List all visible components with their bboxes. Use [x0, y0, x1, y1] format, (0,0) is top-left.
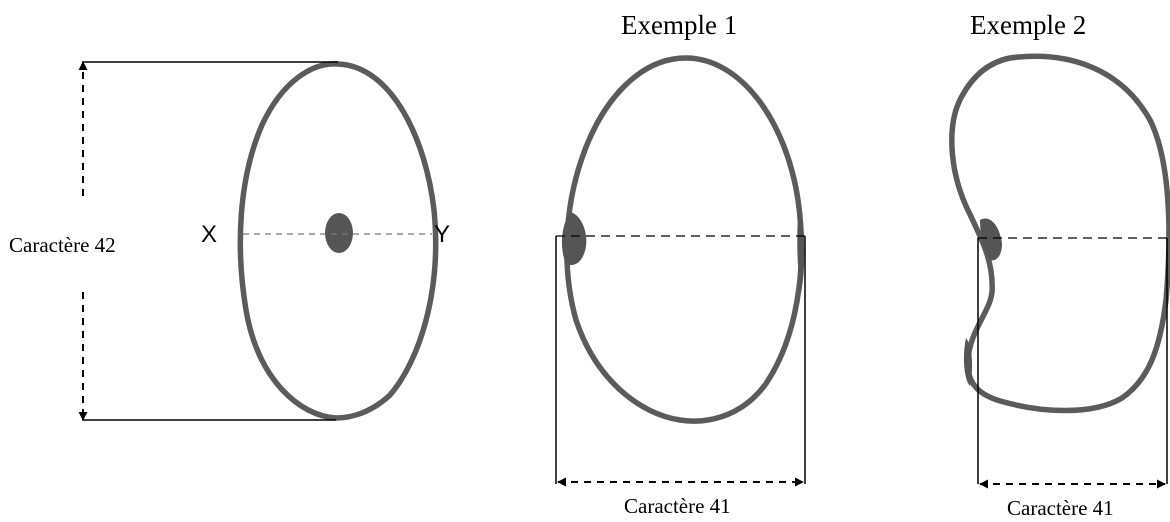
caption-caractere-42: Caractère 42: [9, 233, 116, 257]
title-exemple-1: Exemple 1: [621, 10, 737, 40]
hilum-spot: [325, 213, 353, 253]
point-y-label: Y: [434, 221, 450, 248]
seed-outline-exemple-1: [564, 55, 805, 424]
figure-exemple-1: Exemple 1 Caractère 41: [555, 10, 806, 518]
edge-shadow-exemple-2: [963, 338, 973, 386]
seed-outline-exemple-2: [949, 53, 1170, 414]
edge-shadow-exemple-1: [797, 206, 805, 292]
caption-caractere-41-b: Caractère 41: [1007, 496, 1114, 520]
point-x-label: X: [201, 221, 217, 248]
hilum-spot-exemple-1: [561, 212, 587, 266]
hilum-spot-exemple-2: [980, 218, 1002, 261]
title-exemple-2: Exemple 2: [970, 10, 1086, 40]
figure-exemple-2: Exemple 2 Caractère 41: [949, 10, 1170, 520]
caption-caractere-41-a: Caractère 41: [624, 494, 731, 518]
figure-seed-front: Caractère 42 X Y: [9, 61, 450, 421]
seed-outline: [237, 61, 439, 421]
